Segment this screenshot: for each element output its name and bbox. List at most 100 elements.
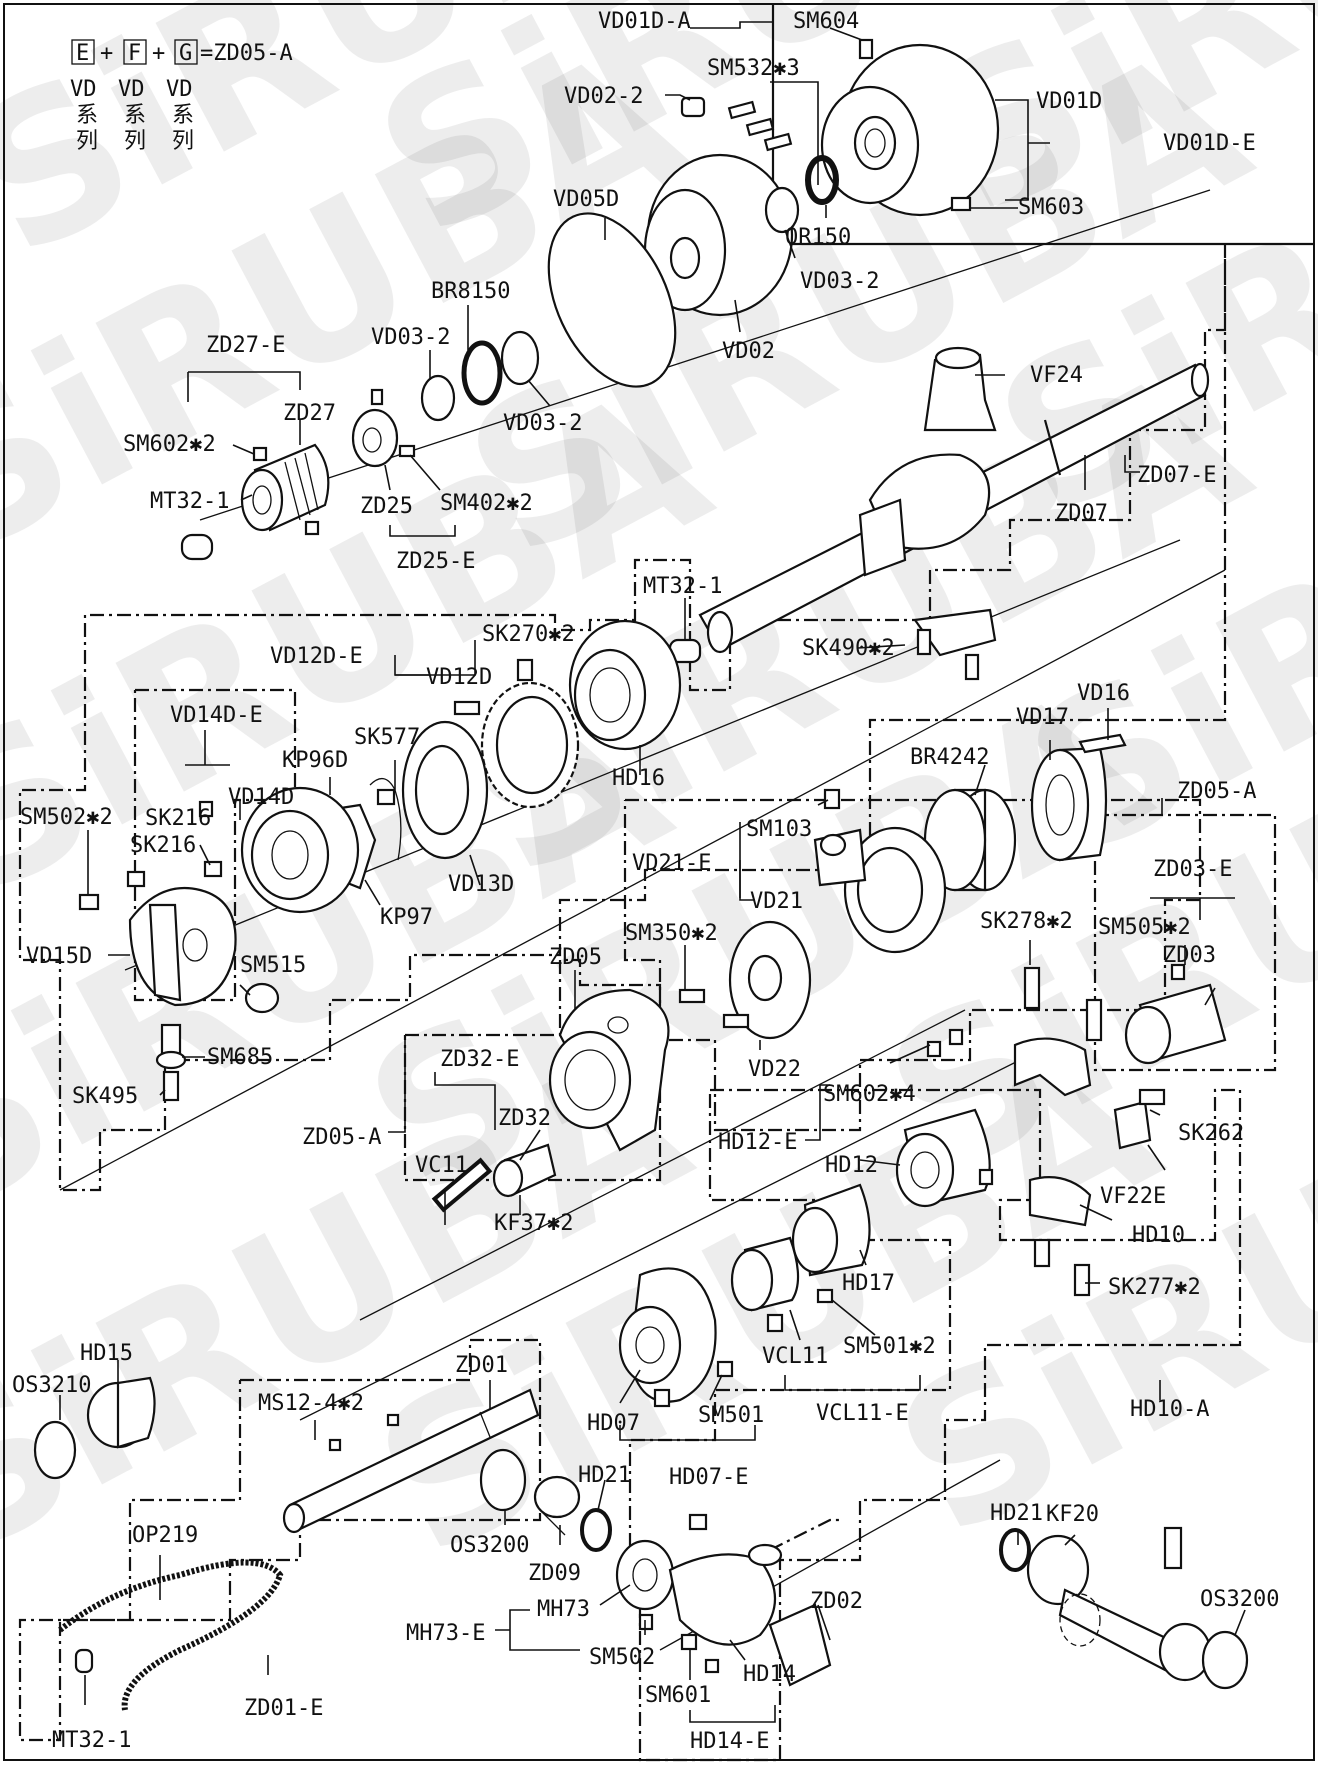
part-label: SM501✱2 xyxy=(843,1334,936,1359)
part-label: SM602✱2 xyxy=(123,432,216,457)
part-label: VD03-2 xyxy=(371,325,450,350)
part-label: VD05D xyxy=(553,187,619,212)
part-label: MT32-1 xyxy=(150,489,229,514)
screw-sk270 xyxy=(516,658,534,682)
legend-plus-1: + xyxy=(100,41,113,66)
part-label: VC11 xyxy=(415,1153,468,1178)
crank-hd14 xyxy=(668,1543,783,1646)
part-label: KF20 xyxy=(1046,1502,1099,1527)
part-label: ZD07-E xyxy=(1137,463,1216,488)
gasket-vd05d xyxy=(547,212,677,388)
part-label: BR8150 xyxy=(431,279,510,304)
series-legend: E + F + G =ZD05-A VD VD VD 系 系 系 列 列 列 xyxy=(70,39,293,154)
washer-hd21-right xyxy=(999,1528,1031,1572)
pin-vd16 xyxy=(1078,733,1127,754)
part-label: VD01D-E xyxy=(1163,131,1256,156)
part-label: HD12-E xyxy=(718,1130,797,1155)
part-label: ZD05-A xyxy=(302,1125,381,1150)
legend-kanji-g1: 系 xyxy=(172,103,194,128)
seal-os3200-left xyxy=(479,1448,527,1512)
screw-sm402 xyxy=(398,444,416,458)
part-label: SM602✱4 xyxy=(823,1082,916,1107)
part-label: OR150 xyxy=(785,225,851,250)
screw-sm515 xyxy=(244,982,280,1014)
screw-vcl11 xyxy=(766,1313,784,1333)
bracket-vf24 xyxy=(923,346,997,432)
part-label: VD15D xyxy=(26,944,92,969)
screw-zd09 xyxy=(688,1513,708,1531)
legend-kanji-f1: 系 xyxy=(124,103,146,128)
washer-vd03-2-mid xyxy=(500,330,540,386)
part-label: SM505✱2 xyxy=(1098,915,1191,940)
clamp-sk490 xyxy=(913,608,997,681)
legend-kanji-g2: 列 xyxy=(172,129,194,154)
part-label: VCL11 xyxy=(762,1344,828,1369)
part-label: VCL11-E xyxy=(816,1401,909,1426)
legend-box-e xyxy=(71,39,95,65)
cam-vd15d xyxy=(128,886,237,1007)
part-label: VD21-E xyxy=(632,851,711,876)
legend-key-f: F xyxy=(128,41,141,66)
part-label: SM350✱2 xyxy=(625,921,718,946)
part-label: SK270✱2 xyxy=(482,622,575,647)
screw-sk216-b xyxy=(198,800,214,818)
part-label: HD17 xyxy=(842,1271,895,1296)
part-label: VD13D xyxy=(448,872,514,897)
part-label: HD07-E xyxy=(669,1465,748,1490)
part-label: ZD09 xyxy=(528,1561,581,1586)
part-label: ZD25 xyxy=(360,494,413,519)
part-label: SK490✱2 xyxy=(802,636,895,661)
part-label: SK278✱2 xyxy=(980,909,1073,934)
part-label: KP97 xyxy=(380,905,433,930)
crankshaft-zd07 xyxy=(698,362,1210,654)
pin-zd02 xyxy=(768,1603,832,1687)
part-label: ZD02 xyxy=(810,1589,863,1614)
screw-sk277-b xyxy=(1073,1263,1091,1297)
part-label: ZD27-E xyxy=(206,333,285,358)
part-label: VD21 xyxy=(750,889,803,914)
screw-sk495 xyxy=(162,1070,180,1102)
disc-vd22 xyxy=(728,920,812,1040)
bracket-vf22e xyxy=(1113,1100,1152,1150)
fitting-zd09 xyxy=(533,1475,581,1536)
sleeve-zd03 xyxy=(1124,983,1227,1065)
rod-kf20 xyxy=(1026,1534,1212,1682)
pulley-zd27 xyxy=(240,443,330,532)
washer-vd03-2-top xyxy=(764,186,800,234)
screw-sm350-a xyxy=(678,988,706,1004)
part-label: HD16 xyxy=(612,766,665,791)
bearing-hd16 xyxy=(568,619,682,751)
flange-hd07 xyxy=(618,1267,717,1403)
bushing-hd15 xyxy=(86,1376,156,1449)
screw-sm602-d xyxy=(948,1028,964,1046)
part-label: MT32-1 xyxy=(643,574,722,599)
screw-sm350-b xyxy=(722,1013,750,1029)
vd02-flange xyxy=(643,153,794,317)
screw-ms12-a xyxy=(328,1438,342,1452)
bearing-br8150 xyxy=(461,340,503,406)
pin-mt32-1-top xyxy=(180,533,214,561)
legend-kanji-e2: 列 xyxy=(76,129,98,154)
screw-sk278-a xyxy=(1023,966,1041,1010)
legend-box-g xyxy=(174,39,198,65)
screw-sk278-b xyxy=(1085,998,1103,1042)
screw-sk277-a xyxy=(1033,1238,1051,1268)
part-label: SM604 xyxy=(793,9,859,34)
shaft-zd32 xyxy=(492,1143,557,1198)
legend-series-e: VD xyxy=(70,77,97,102)
screw-sm603 xyxy=(950,196,972,212)
part-label: SM685 xyxy=(207,1045,273,1070)
part-label: ZD05-A xyxy=(1177,779,1256,804)
part-label: VD03-2 xyxy=(800,269,879,294)
part-label: VF22E xyxy=(1100,1184,1166,1209)
part-label: MT32-1 xyxy=(52,1728,131,1753)
legend-key-e: E xyxy=(76,41,89,66)
screw-ms12-b xyxy=(386,1413,400,1427)
part-label: VD16 xyxy=(1077,681,1130,706)
screw-sm502-c xyxy=(638,1613,654,1631)
part-label: VD14D xyxy=(228,785,294,810)
screw-sm502-a xyxy=(78,893,100,911)
part-label: ZD03 xyxy=(1163,943,1216,968)
screw-sm501-a xyxy=(816,1288,834,1304)
